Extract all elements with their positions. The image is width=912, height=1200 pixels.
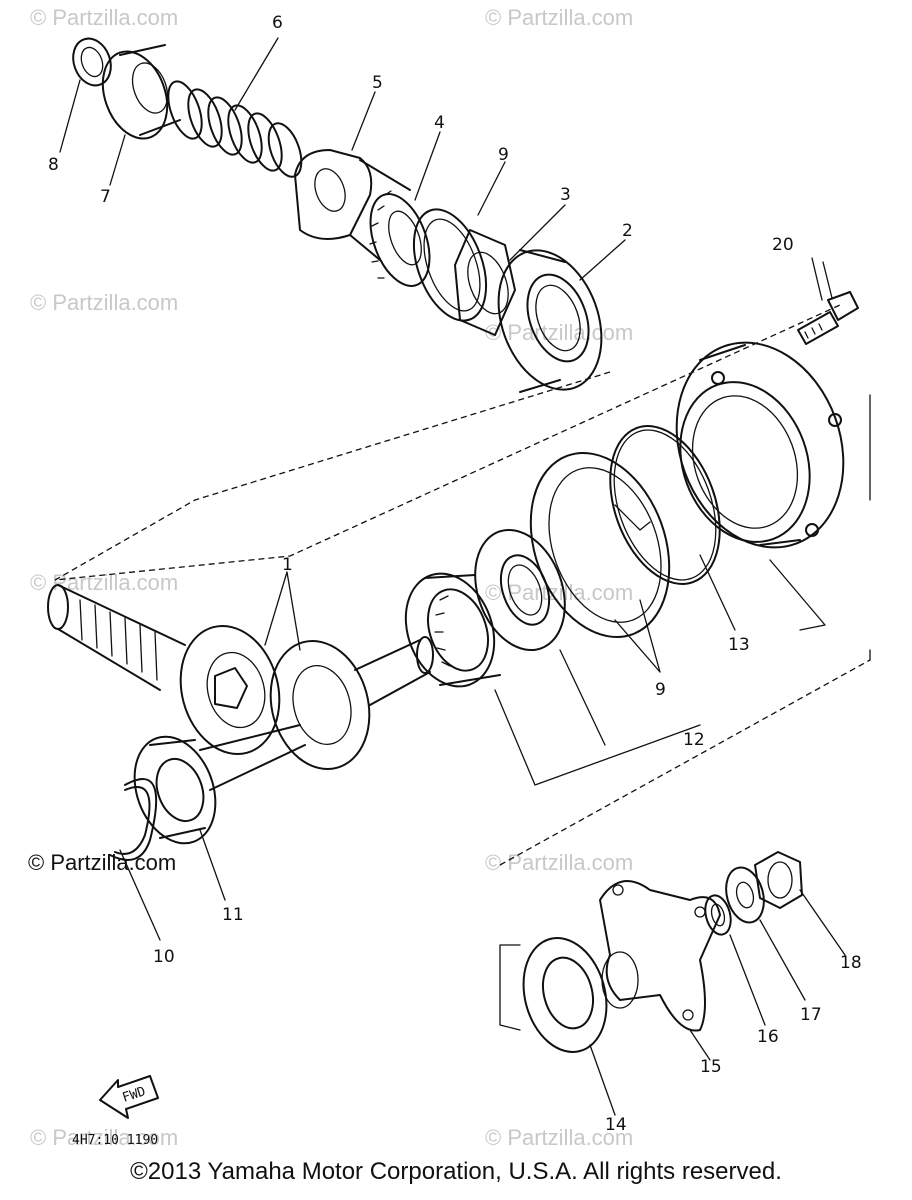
watermark-text: © Partzilla.com [485,580,633,605]
part-15-hub-flange [599,880,721,1032]
assembly-guide-lines [54,304,871,866]
part-18-nut [754,851,803,909]
part-8-circlip [72,37,112,87]
part-1-pinion-shaft [47,584,434,791]
callout-13: 13 [728,635,750,655]
callout-9-lower: 9 [655,680,666,700]
callout-17: 17 [800,1005,822,1025]
part-2-bearing [497,249,603,393]
part-14-bearing [499,937,608,1053]
part-9-shim-upper [412,208,488,322]
callout-15: 15 [700,1057,722,1077]
part-13-o-ring [609,425,721,585]
part-12-ring-gear [404,572,501,688]
callout-20: 20 [772,235,794,255]
watermark-text: © Partzilla.com [30,290,178,315]
part-5-cam [294,149,411,261]
callout-4: 4 [434,113,445,133]
part-10-circlip [109,778,158,861]
part-9-shim-lower [529,452,671,638]
part-20-bolt [797,261,859,345]
watermark-text: © Partzilla.com [485,850,633,875]
callout-6: 6 [272,13,283,33]
leader-lines [59,37,846,1116]
watermark-text: © Partzilla.com [485,320,633,345]
callout-5: 5 [372,73,383,93]
fwd-arrow-icon: FWD [99,1075,159,1119]
callout-8: 8 [48,155,59,175]
part-16-washer [704,894,732,936]
part-6-spring [167,80,303,178]
watermark-text: © Partzilla.com [30,1125,178,1150]
callout-11: 11 [222,905,244,925]
drawing-code: 4H7:10 1190 [72,1133,158,1148]
watermark-text: © Partzilla.com [485,1125,633,1150]
copyright-notice: ©2013 Yamaha Motor Corporation, U.S.A. A… [130,1158,782,1185]
watermark-text: © Partzilla.com [485,5,633,30]
watermark-layer: © Partzilla.com © Partzilla.com © Partzi… [30,5,633,1150]
watermark-prominent: © Partzilla.com [28,850,176,875]
part-12-housing [675,341,845,549]
callout-18: 18 [840,953,862,973]
callout-1: 1 [282,555,293,575]
watermark-text: © Partzilla.com [30,570,178,595]
callout-2: 2 [622,221,633,241]
part-11-bearing [133,735,217,845]
callout-12: 12 [683,730,705,750]
part-7-spring-seat [101,44,181,140]
part-4-gear [369,190,431,287]
callout-16: 16 [757,1027,779,1047]
part-17-washer [725,866,765,924]
callout-labels: 6 5 4 9 3 2 8 7 20 1 13 9 12 11 10 18 17… [48,13,862,1135]
callout-9: 9 [498,145,509,165]
callout-14: 14 [605,1115,627,1135]
callout-3: 3 [560,185,571,205]
callout-10: 10 [153,947,175,967]
fwd-label: FWD [121,1084,148,1106]
watermark-text: © Partzilla.com [30,5,178,30]
callout-7: 7 [100,187,111,207]
